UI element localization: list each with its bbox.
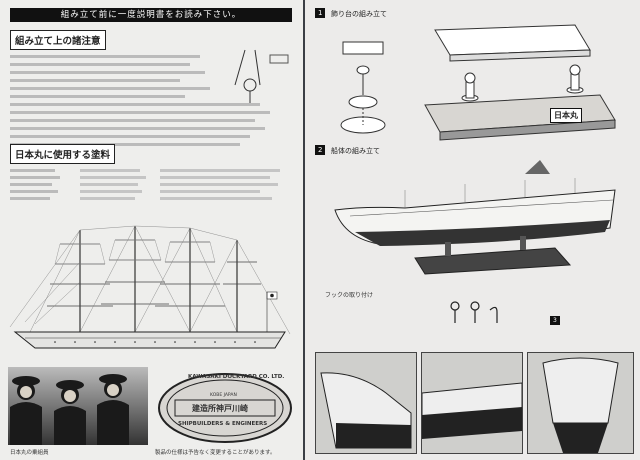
pulley-illustration (234, 49, 289, 103)
step2-badge: 2 (315, 145, 326, 155)
step1-title: 飾り台の組み立て (331, 10, 387, 18)
hook-caption: フックの取り付け (325, 292, 374, 299)
seal-line-3: SHIPBUILDERS & ENGINEERS (178, 421, 268, 427)
crew-photo (8, 367, 148, 445)
left-footer-note: 製品の仕様は予告なく変更することがあります。 (155, 450, 276, 456)
display-base-drawing (424, 24, 616, 141)
instruction-banner: 組み立て前に一度説明書をお読み下さい。 (10, 8, 292, 22)
page-gutter (303, 0, 305, 460)
right-page: 1 飾り台の組み立て 日本丸 2 船体の組み立て フックの取り付け (305, 0, 640, 460)
step1-badge: 1 (315, 8, 326, 18)
seal-line-4: KOBE JAPAN (210, 393, 237, 398)
nameplate-label: 日本丸 (550, 108, 582, 123)
photo-caption: 日本丸の乗組員 (10, 450, 49, 456)
seal-line-2: 建造所神戸川崎 (192, 404, 248, 413)
hull-assembly-drawing (334, 160, 616, 275)
bow-detail-photo (315, 352, 417, 454)
paint-table (10, 165, 295, 215)
hull-side-photo (421, 352, 523, 454)
assembly-notes-heading: 組み立て上の諸注意 (10, 30, 106, 50)
shipyard-seal-logo (158, 373, 292, 443)
step3-badge: 3 (550, 316, 560, 325)
step2-title: 船体の組み立て (331, 147, 380, 155)
seal-line-1: KAWASAKI DOCKYARD CO. LTD. (188, 374, 285, 380)
stern-detail-photo (527, 352, 634, 454)
assembly-notes-text (10, 50, 270, 151)
paint-heading: 日本丸に使用する塗料 (10, 144, 116, 164)
stand-exploded-view (340, 41, 386, 134)
tall-ship-drawing (9, 225, 291, 349)
left-page: 組み立て前に一度説明書をお読み下さい。 組み立て上の諸注意 日本丸に使用する塗料 (0, 0, 303, 460)
hook-parts (450, 301, 498, 323)
